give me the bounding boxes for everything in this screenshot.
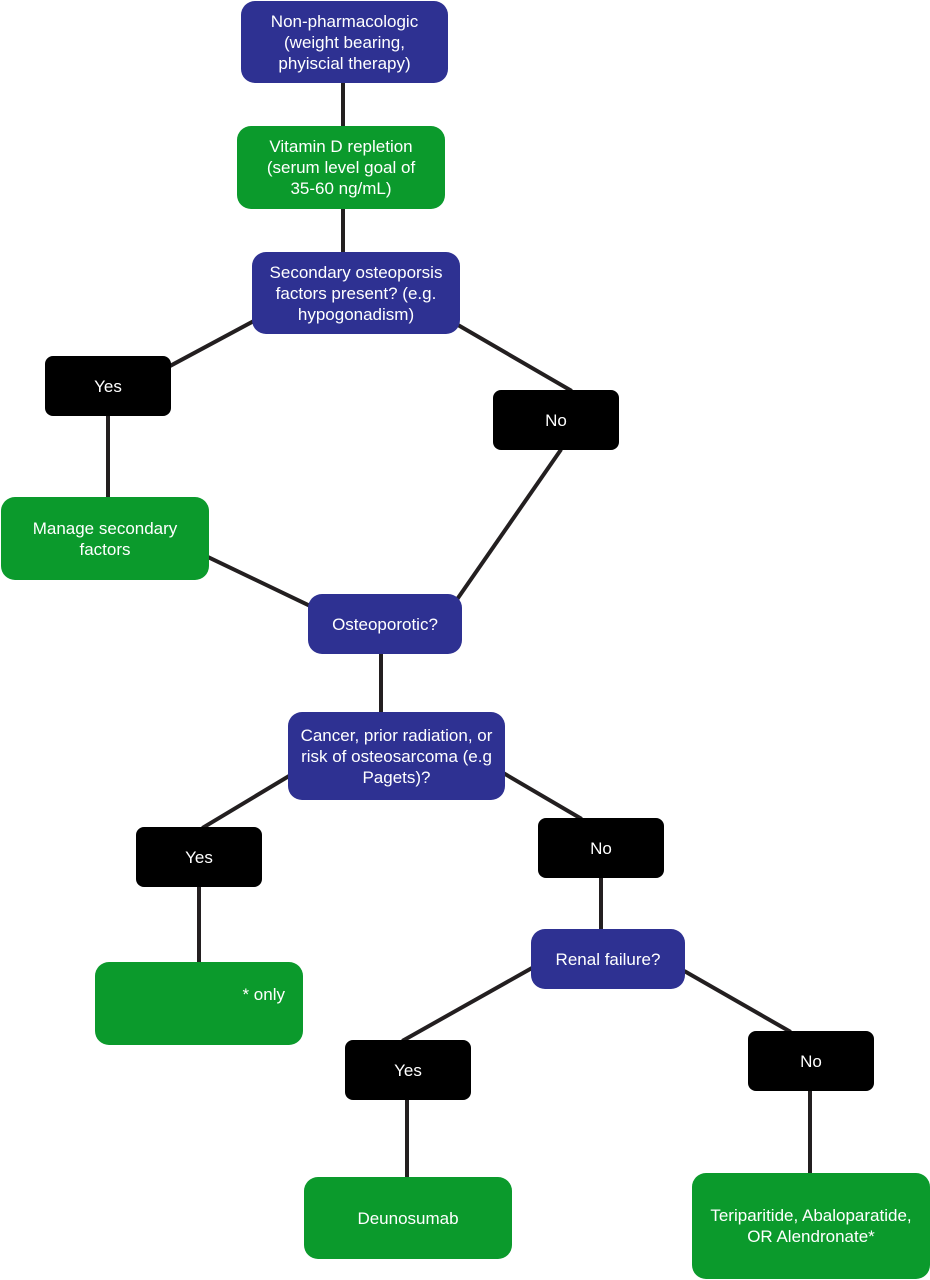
- vitamin-d-repletion-box: Vitamin D repletion (serum level goal of…: [237, 126, 445, 209]
- edge-cancer-yes: [201, 773, 292, 830]
- cancer-radiation-question: Cancer, prior radiation, or risk of oste…: [288, 712, 505, 800]
- yes-branch-cancer: Yes: [136, 827, 262, 887]
- non-pharmacologic-box: Non-pharmacologic (weight bearing, phyis…: [241, 1, 448, 83]
- no-branch-secondary: No: [493, 390, 619, 450]
- edge-renal-yes: [401, 965, 535, 1043]
- yes-branch-renal: Yes: [345, 1040, 471, 1100]
- osteoporotic-question: Osteoporotic?: [308, 594, 462, 654]
- only-treatment-box: * only: [95, 962, 303, 1045]
- edge-renal-no: [683, 969, 792, 1034]
- edge-no-osteoporotic: [455, 448, 563, 601]
- no-branch-cancer: No: [538, 818, 664, 878]
- edge-secondary-no: [455, 322, 573, 393]
- edge-secondary-yes: [167, 319, 255, 369]
- teriparatide-abaloparatide-alendronate-box: Teriparitide, Abaloparatide, OR Alendron…: [692, 1173, 930, 1279]
- edge-cancer-no: [502, 771, 583, 821]
- edge-manage-osteoporotic: [205, 554, 311, 608]
- manage-secondary-factors-box: Manage secondary factors: [1, 497, 209, 580]
- yes-branch-secondary: Yes: [45, 356, 171, 416]
- deunosumab-box: Deunosumab: [304, 1177, 512, 1259]
- secondary-osteoporosis-question: Secondary osteoporsis factors present? (…: [252, 252, 460, 334]
- renal-failure-question: Renal failure?: [531, 929, 685, 989]
- no-branch-renal: No: [748, 1031, 874, 1091]
